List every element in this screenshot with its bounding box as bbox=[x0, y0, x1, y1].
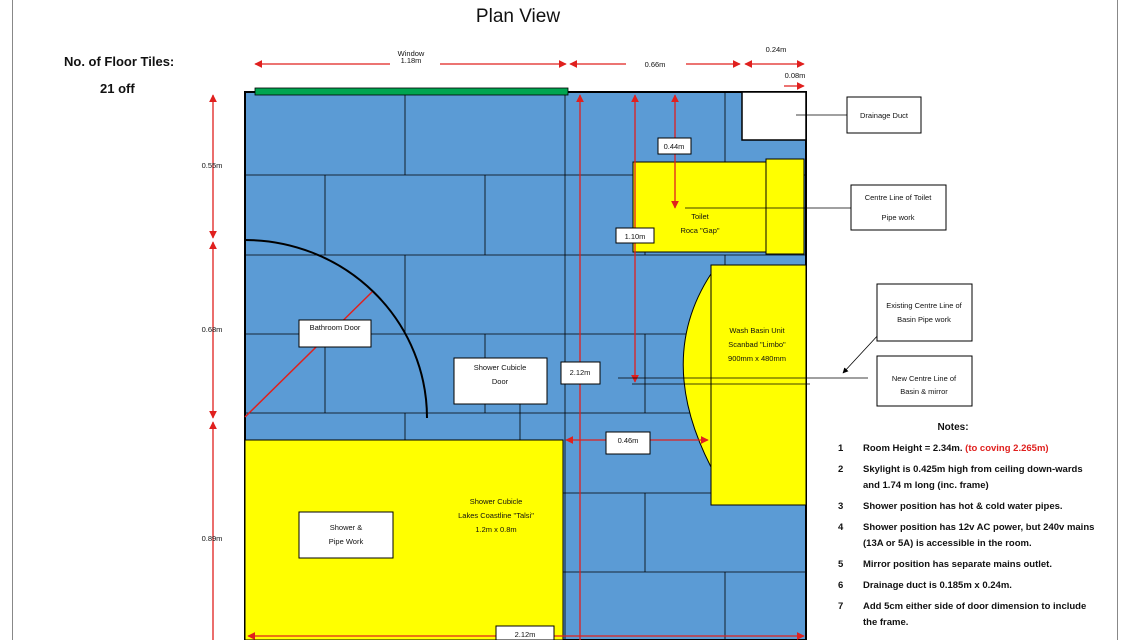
dim-top-mid: 0.66m bbox=[645, 60, 666, 69]
label-basin-2: Scanbad "Limbo" bbox=[728, 340, 786, 349]
label-cubicle-2: Lakes Coastline "Talsi" bbox=[458, 511, 534, 520]
note-text: Shower position has hot & cold water pip… bbox=[863, 501, 1063, 512]
note-number: 3 bbox=[838, 501, 844, 512]
dim-left-c: 0.89m bbox=[202, 534, 223, 543]
dim-top-right: 0.24m bbox=[766, 45, 787, 54]
label-cubicle-1: Shower Cubicle bbox=[470, 497, 523, 506]
dim-top-far: 0.08m bbox=[785, 71, 806, 80]
label-new-1: New Centre Line of bbox=[892, 374, 957, 383]
label-toilet-line-2: Pipe work bbox=[882, 213, 915, 222]
note-item: 2 Skylight is 0.425m high from ceiling d… bbox=[838, 462, 1098, 494]
note-item: 6 Drainage duct is 0.185m x 0.24m. bbox=[838, 578, 1098, 594]
label-shower-door-2: Door bbox=[492, 377, 509, 386]
notes-panel: Notes: 1 Room Height = 2.34m. (to coving… bbox=[838, 422, 1098, 636]
label-shower-pipe-1: Shower & bbox=[330, 523, 363, 532]
label-boxes bbox=[298, 96, 973, 640]
note-text: Skylight is 0.425m high from ceiling dow… bbox=[863, 464, 1083, 491]
toilet bbox=[632, 158, 805, 255]
note-text: Drainage duct is 0.185m x 0.24m. bbox=[863, 580, 1012, 591]
note-number: 6 bbox=[838, 580, 844, 591]
note-item: 7 Add 5cm either side of door dimension … bbox=[838, 599, 1098, 631]
dim-left-a: 0.55m bbox=[202, 161, 223, 170]
wash-basin bbox=[682, 264, 807, 506]
dim-window: Window bbox=[398, 49, 425, 58]
window bbox=[254, 87, 569, 96]
page-title: Plan View bbox=[475, 6, 561, 27]
label-toilet-2: Roca "Gap" bbox=[680, 226, 719, 235]
label-existing-2: Basin Pipe work bbox=[897, 315, 951, 324]
label-toilet-1: Toilet bbox=[691, 212, 709, 221]
shower-cubicle bbox=[244, 439, 564, 640]
dim-toilet-gap: 0.44m bbox=[664, 142, 685, 151]
note-text: Shower position has 12v AC power, but 24… bbox=[863, 522, 1095, 549]
label-basin-1: Wash Basin Unit bbox=[729, 326, 785, 335]
label-new-2: Basin & mirror bbox=[900, 387, 948, 396]
note-item: 3 Shower position has hot & cold water p… bbox=[838, 499, 1098, 515]
note-item: 5 Mirror position has separate mains out… bbox=[838, 557, 1098, 573]
note-item: 1 Room Height = 2.34m. (to coving 2.265m… bbox=[838, 441, 1098, 457]
note-number: 4 bbox=[838, 522, 844, 533]
page-left-edge bbox=[12, 0, 13, 640]
note-text: Add 5cm either side of door dimension to… bbox=[863, 601, 1087, 628]
label-shower-pipe-2: Pipe Work bbox=[329, 537, 364, 546]
drainage-duct bbox=[741, 91, 807, 141]
note-item: 4 Shower position has 12v AC power, but … bbox=[838, 520, 1098, 552]
note-text: Mirror position has separate mains outle… bbox=[863, 559, 1052, 570]
dim-center: 2.12m bbox=[570, 368, 591, 377]
label-basin-3: 900mm x 480mm bbox=[728, 354, 786, 363]
note-highlight: (to coving 2.265m) bbox=[965, 443, 1049, 454]
label-bathroom-door: Bathroom Door bbox=[310, 323, 361, 332]
dim-left-b: 0.68m bbox=[202, 325, 223, 334]
bathroom-door-swing bbox=[244, 239, 428, 419]
dim-bottom: 2.12m bbox=[515, 630, 536, 639]
note-number: 7 bbox=[838, 601, 844, 612]
notes-heading: Notes: bbox=[937, 422, 969, 433]
label-toilet-line-1: Centre Line of Toilet bbox=[865, 193, 932, 202]
dim-window-len: 1.18m bbox=[401, 56, 422, 65]
note-number: 2 bbox=[838, 464, 844, 475]
floor-tiles-count: 21 off bbox=[100, 81, 135, 96]
note-text: Room Height = 2.34m. bbox=[863, 443, 966, 454]
dim-toilet-depth: 1.10m bbox=[625, 232, 646, 241]
label-drainage: Drainage Duct bbox=[860, 111, 909, 120]
label-existing-1: Existing Centre Line of bbox=[886, 301, 962, 310]
label-cubicle-3: 1.2m x 0.8m bbox=[475, 525, 516, 534]
door-leaf bbox=[244, 291, 373, 418]
page-right-edge bbox=[1117, 0, 1118, 640]
dim-shower-gap: 0.46m bbox=[618, 436, 639, 445]
note-number: 5 bbox=[838, 559, 844, 570]
leader-lines bbox=[519, 114, 881, 440]
floor-tiles-label: No. of Floor Tiles: bbox=[64, 54, 175, 69]
note-number: 1 bbox=[838, 443, 844, 454]
label-shower-door-1: Shower Cubicle bbox=[474, 363, 527, 372]
